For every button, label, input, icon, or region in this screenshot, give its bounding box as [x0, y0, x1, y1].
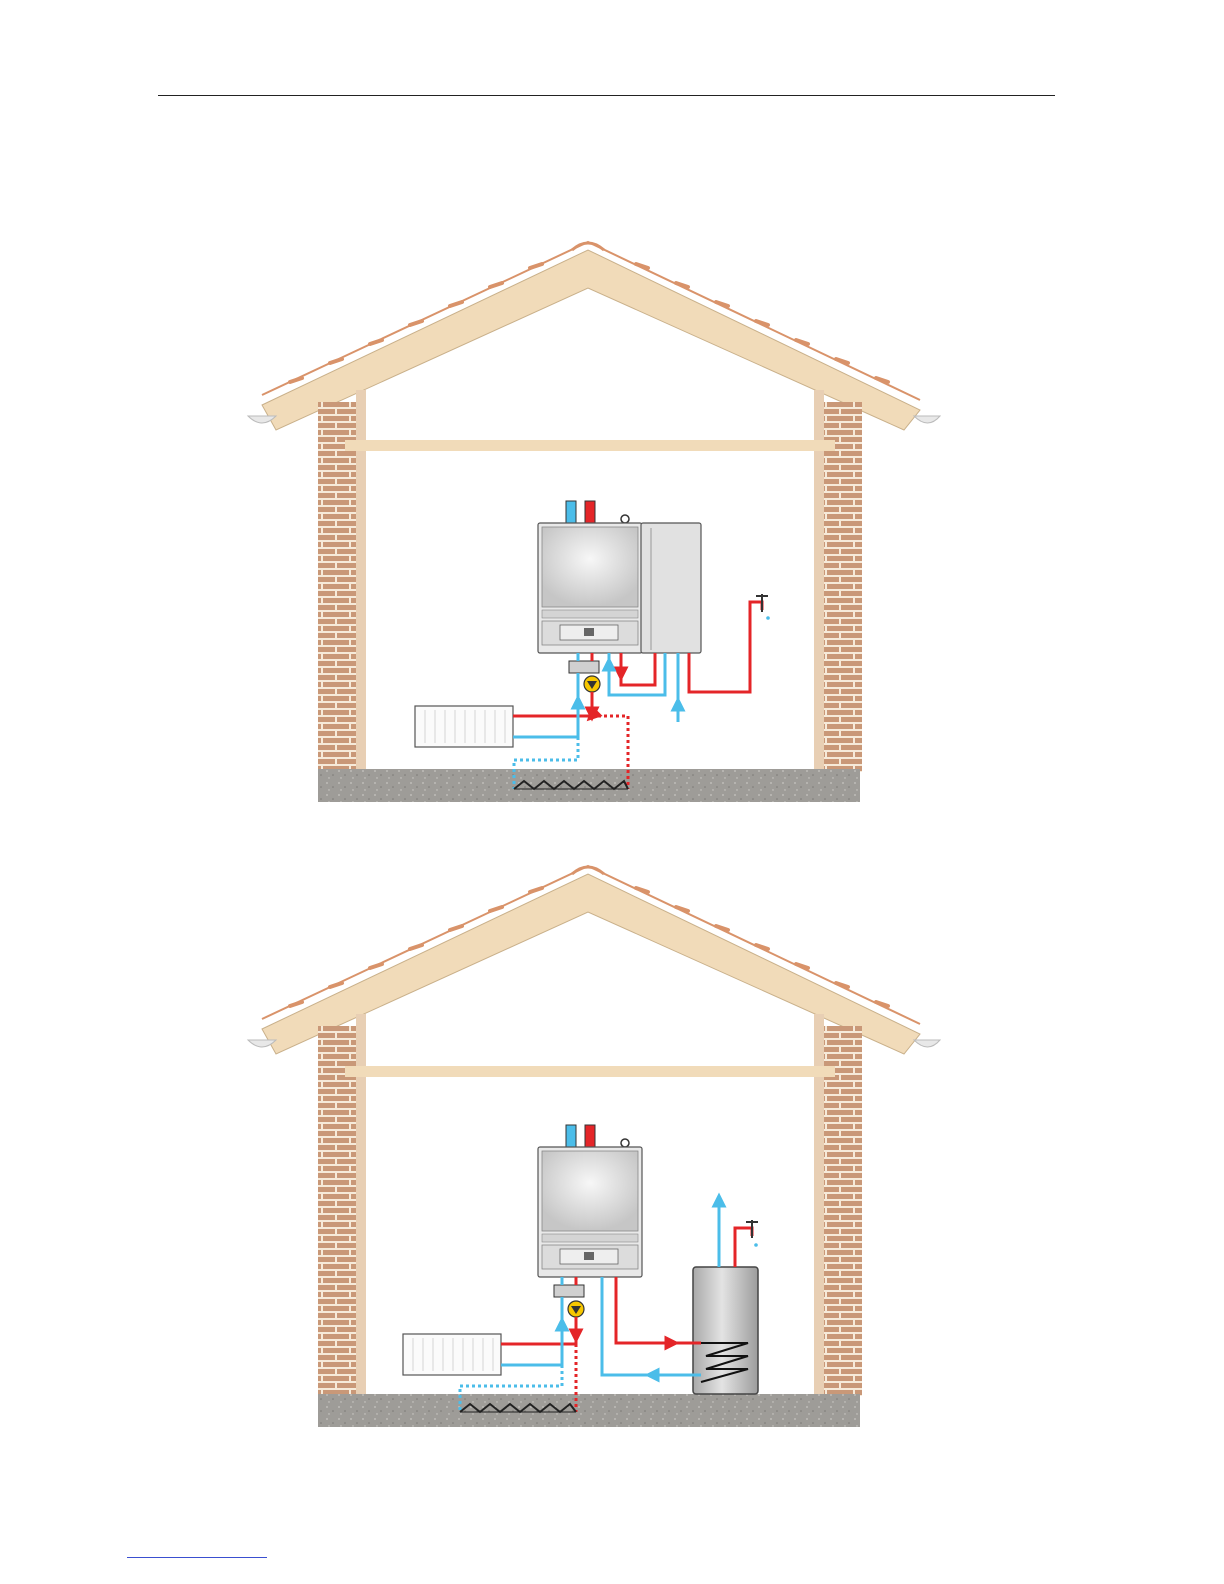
heating-return-pipes [513, 653, 578, 789]
pump-icon [584, 676, 600, 692]
pump-icon [568, 1301, 584, 1317]
ceiling-beam [345, 440, 835, 451]
air-vent-icon [621, 1139, 629, 1147]
tap-icon [746, 1220, 758, 1247]
radiator [403, 1334, 501, 1375]
boiler [538, 523, 642, 653]
right-brick-wall [824, 402, 862, 772]
roof [248, 242, 940, 430]
footer-rule [127, 1557, 267, 1558]
header-rule [158, 95, 1055, 96]
tank-feed-hot [616, 1277, 701, 1343]
mixing-valve-icon [569, 661, 599, 673]
flue-hot [585, 1125, 595, 1147]
left-brick-wall [318, 402, 356, 772]
hot-water-to-tap [735, 1228, 752, 1267]
roof [248, 866, 940, 1054]
tap-icon [756, 594, 770, 620]
boiler [538, 1147, 642, 1277]
flue-cold [566, 501, 576, 523]
diagram-combi-system [0, 240, 1224, 810]
storage-tank [693, 1267, 758, 1394]
hot-water-cylinder-unit [641, 523, 701, 653]
cylinder-return-cold [609, 653, 665, 695]
flue-hot [585, 501, 595, 523]
floor-slab [318, 1394, 860, 1427]
left-brick-wall [318, 1026, 356, 1396]
flue-cold [566, 1125, 576, 1147]
mixing-valve-icon [554, 1285, 584, 1297]
air-vent-icon [621, 515, 629, 523]
radiator [415, 706, 513, 747]
cylinder-loop-hot [621, 653, 655, 685]
diagram-boiler-with-storage-tank [0, 864, 1224, 1434]
right-brick-wall [824, 1026, 862, 1396]
ceiling-beam [345, 1066, 835, 1077]
